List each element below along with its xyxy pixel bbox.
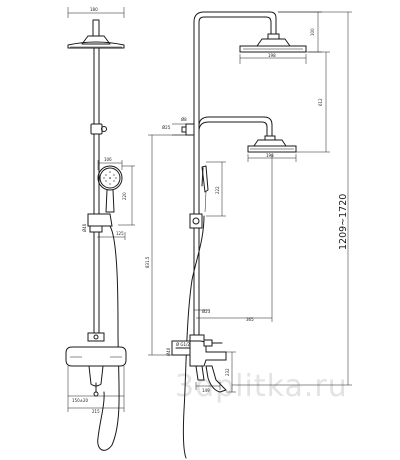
front-dim-hand-height: 220: [122, 192, 127, 200]
front-dim-holder-dia: Ø40: [82, 223, 87, 232]
side-mixer-dimensions: Ø G1/2 Ø40 232 149: [166, 342, 236, 393]
side-mixer: [171, 334, 227, 393]
side-hand-shower: 222: [201, 161, 226, 217]
side-dim-arm-width: 198: [266, 153, 274, 158]
front-view: 180: [65, 7, 135, 451]
front-mixer-dimensions: 150±20 215: [67, 366, 125, 414]
front-upper-clamp: [90, 123, 107, 135]
front-slide-holder: [87, 213, 113, 233]
side-lower-arm: [198, 116, 297, 153]
front-rail-pipe: [93, 47, 100, 336]
side-dim-inlet-a: Ø G1/2: [176, 342, 190, 347]
side-view: 100 198 1209~1720 612: [145, 11, 352, 459]
front-holder-dimensions: Ø40 125: [82, 223, 126, 240]
side-dim-head-height: 100: [310, 28, 315, 36]
side-drop-dimension: 612 198: [247, 51, 330, 162]
side-dim-spout-reach: 149: [202, 388, 210, 393]
side-top-head-dimensions: 100 198: [239, 11, 322, 64]
side-dim-clamp-a: Ø25: [162, 125, 171, 130]
front-overhead-shower-head: [67, 19, 125, 49]
side-pipe-height-dimension: 831.5: [145, 134, 186, 356]
side-dim-total-height: 1209~1720: [338, 194, 349, 250]
side-top-shower-head: [239, 33, 307, 53]
side-dim-pipe-dia: Ø23: [202, 309, 211, 314]
side-total-height-dimension: 1209~1720: [232, 11, 352, 386]
side-dim-pipe-height: 831.5: [145, 256, 150, 268]
side-dim-mixer-height: 232: [225, 368, 230, 376]
front-hose: [97, 225, 120, 451]
front-hand-width-dimension: 106: [97, 157, 123, 170]
side-dim-head-width: 198: [268, 53, 276, 58]
front-dim-centers: 150±20: [72, 398, 89, 403]
side-dim-clamp-b: Ø8: [181, 117, 187, 122]
side-dim-inlet-b: Ø40: [166, 347, 171, 356]
front-mixer: [65, 332, 127, 397]
side-slide-holder: [189, 213, 203, 229]
nozzle-pattern: [103, 171, 117, 185]
side-riser-pipe: [193, 11, 277, 336]
side-dim-reach: 365: [246, 317, 254, 322]
front-dim-spout: 215: [92, 409, 100, 414]
side-dim-hand-drop: 222: [215, 186, 220, 194]
front-dim-holder-offset: 125: [116, 231, 124, 236]
front-hand-height-dimension: 220: [118, 165, 135, 226]
front-dim-head-width: 180: [90, 7, 98, 12]
front-dim-hand-width: 106: [104, 157, 112, 162]
side-dim-drop: 612: [318, 98, 323, 106]
front-hand-shower: [97, 165, 123, 213]
side-reach-dimensions: Ø23 365: [193, 154, 273, 322]
side-upper-clamp: Ø25 Ø8: [162, 117, 195, 136]
front-head-width-dimension: 180: [67, 7, 125, 18]
